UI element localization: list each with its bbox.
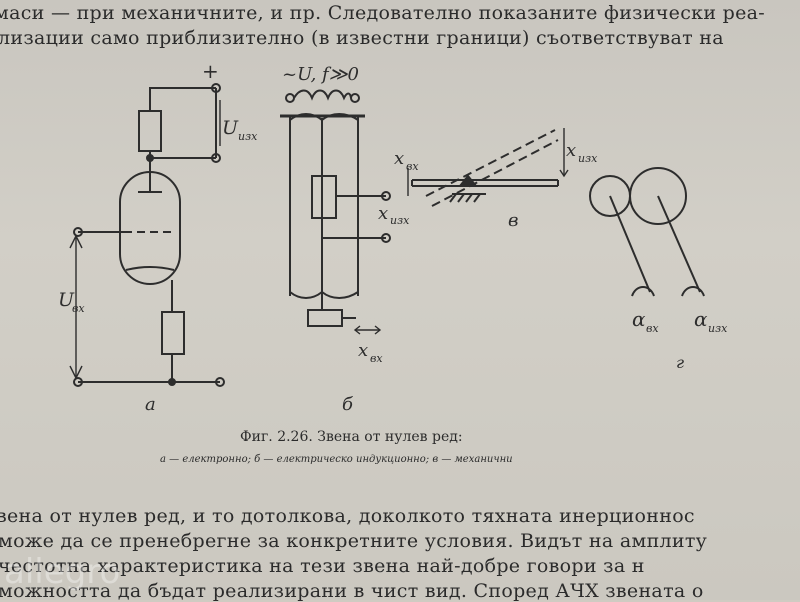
panel-label-d: г — [676, 353, 684, 372]
label-x-out-c: x — [566, 140, 576, 161]
panel-label-a: а — [145, 394, 156, 415]
terminal-out — [211, 153, 221, 163]
top-text-line-1: маси — при механичните, и пр. Следовател… — [0, 2, 765, 24]
label-alpha-in-sub: вх — [646, 322, 659, 335]
circuit-b — [280, 89, 391, 335]
label-x-in-c-sub: вх — [406, 160, 419, 173]
label-alpha-out-sub: изх — [708, 322, 728, 335]
label-u-out: U — [222, 117, 239, 139]
label-x-in-b-sub: вх — [370, 352, 383, 365]
label-alpha-out: α — [694, 307, 708, 331]
label-u-in-sub: вх — [72, 302, 85, 315]
terminal-b-out-2 — [381, 233, 391, 243]
label-u-out-sub: изх — [238, 130, 258, 143]
label-x-in-b: x — [358, 340, 368, 361]
label-x-in-c: x — [394, 148, 404, 169]
figure-caption-sub: а — електронно; б — електрическо индукци… — [160, 454, 513, 465]
panel-label-b: б — [342, 394, 354, 415]
terminal-ground-right — [215, 377, 225, 387]
resistor-anode — [138, 110, 162, 152]
large-gear — [629, 167, 687, 225]
label-u-in: U — [58, 289, 75, 311]
core-element — [311, 175, 337, 219]
label-x-out-c-sub: изх — [578, 152, 598, 165]
panel-label-c: в — [508, 210, 518, 231]
bottom-text-line-1: вена от нулев ред, и то дотолкова, докол… — [0, 505, 695, 527]
label-supply: ~U, f≫0 — [282, 64, 359, 85]
label-x-out-b-sub: изх — [390, 214, 410, 227]
watermark-logo: allegro — [4, 552, 121, 592]
vacuum-tube — [119, 171, 181, 285]
terminal-b-out-1 — [381, 191, 391, 201]
resistor-cathode — [161, 311, 185, 355]
label-plus: + — [202, 59, 219, 83]
top-text-line-2: лизации само приблизително (в известни г… — [0, 27, 724, 49]
label-x-out-b: x — [378, 203, 388, 224]
bottom-text-line-3: честотна характеристика на тези звена на… — [0, 555, 645, 577]
circuit-a — [69, 83, 225, 387]
terminal-plus — [211, 83, 221, 93]
bottom-text-line-4: можността да бъдат реализирани в чист ви… — [0, 580, 704, 602]
terminal-in — [73, 227, 83, 237]
figure-caption-title: Фиг. 2.26. Звена от нулев ред: — [240, 429, 463, 445]
bottom-text-line-2: може да се пренебрегне за конкретните ус… — [0, 530, 708, 552]
slider-rod — [307, 309, 343, 327]
gears-d — [589, 167, 705, 297]
terminal-ground-left — [73, 377, 83, 387]
label-alpha-in: α — [632, 307, 646, 331]
lever-c — [407, 128, 569, 207]
